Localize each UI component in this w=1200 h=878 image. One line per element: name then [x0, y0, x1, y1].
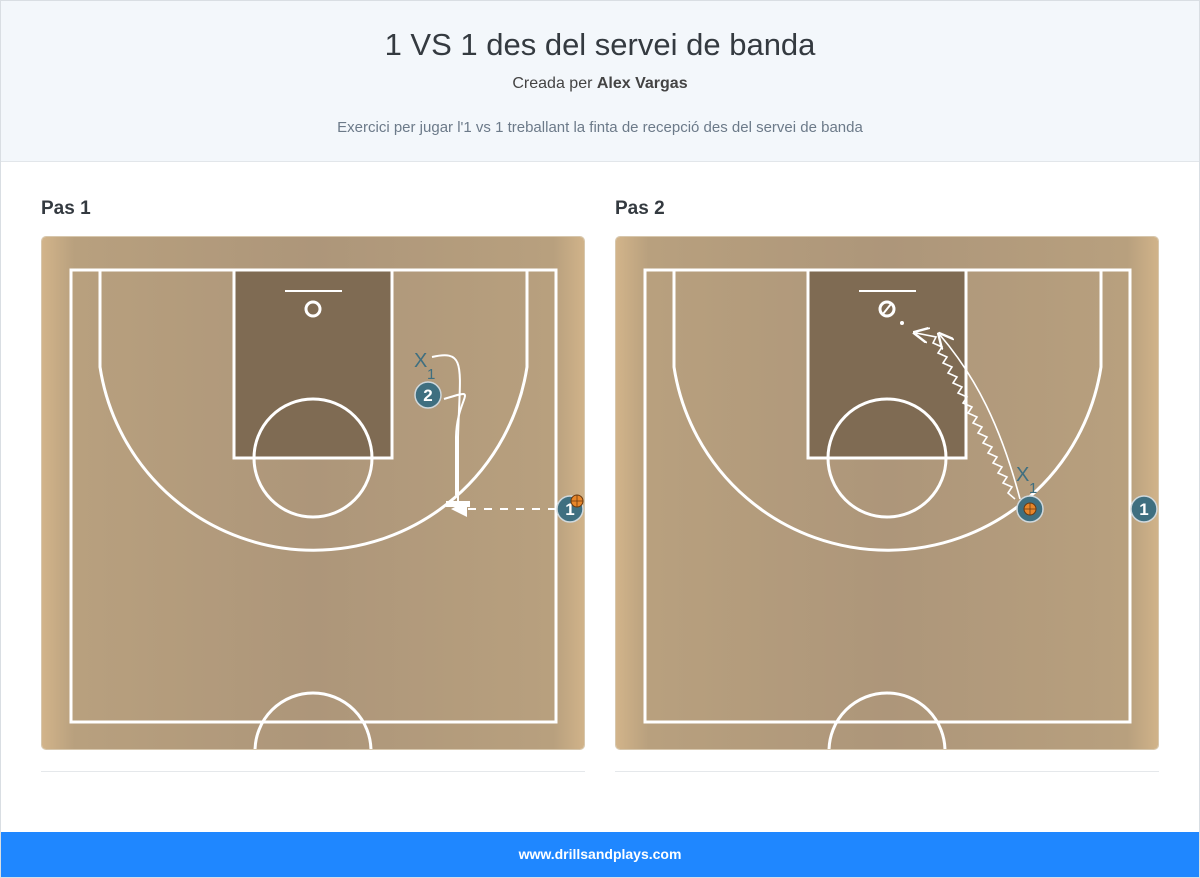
step-2-separator [615, 771, 1159, 772]
drill-description: Exercici per jugar l'1 vs 1 treballant l… [337, 119, 863, 136]
player-2: 2 [414, 381, 442, 409]
step-1-court-diagram: X 1 2 1 [41, 236, 585, 750]
step-1-title: Pas 1 [41, 198, 91, 219]
step-2-court-svg: X 1 1 [616, 237, 1158, 749]
step-2-court-diagram: X 1 1 [615, 236, 1159, 750]
court-lines [69, 268, 558, 749]
dribble-path [916, 333, 1016, 500]
author-line: Creada per Alex Vargas [1, 75, 1199, 93]
player-with-ball [1016, 495, 1044, 523]
created-by-label: Creada per [512, 75, 593, 92]
ball-mark [900, 321, 904, 325]
paint-area [232, 268, 394, 460]
cut-path [940, 335, 1021, 500]
svg-text:1: 1 [1139, 500, 1148, 519]
basketball-icon [1023, 502, 1037, 516]
player-1-with-ball: 1 [556, 494, 584, 523]
defender-cut-path [431, 354, 470, 507]
footer-bar: www.drillsandplays.com [1, 832, 1199, 877]
defender-x1: X 1 [414, 350, 435, 383]
defender-x1: X 1 [1016, 464, 1037, 497]
basketball-icon [570, 494, 584, 508]
author-name: Alex Vargas [596, 75, 688, 92]
svg-text:1: 1 [1029, 480, 1037, 497]
step-1-court-svg: X 1 2 1 [42, 237, 584, 749]
cut-path [443, 392, 466, 495]
step-1-separator [41, 771, 585, 772]
drill-header: 1 VS 1 des del servei de banda Creada pe… [1, 1, 1199, 162]
court-lines [643, 268, 1132, 749]
svg-text:X: X [1016, 464, 1029, 486]
svg-text:1: 1 [565, 500, 574, 519]
step-2-title: Pas 2 [615, 198, 665, 219]
svg-text:2: 2 [423, 386, 432, 405]
footer-site-link[interactable]: www.drillsandplays.com [518, 846, 682, 862]
svg-text:1: 1 [427, 366, 435, 383]
player-1: 1 [1130, 495, 1158, 523]
drill-title: 1 VS 1 des del servei de banda [384, 27, 816, 62]
svg-text:X: X [414, 350, 427, 372]
paint-area [806, 268, 968, 460]
